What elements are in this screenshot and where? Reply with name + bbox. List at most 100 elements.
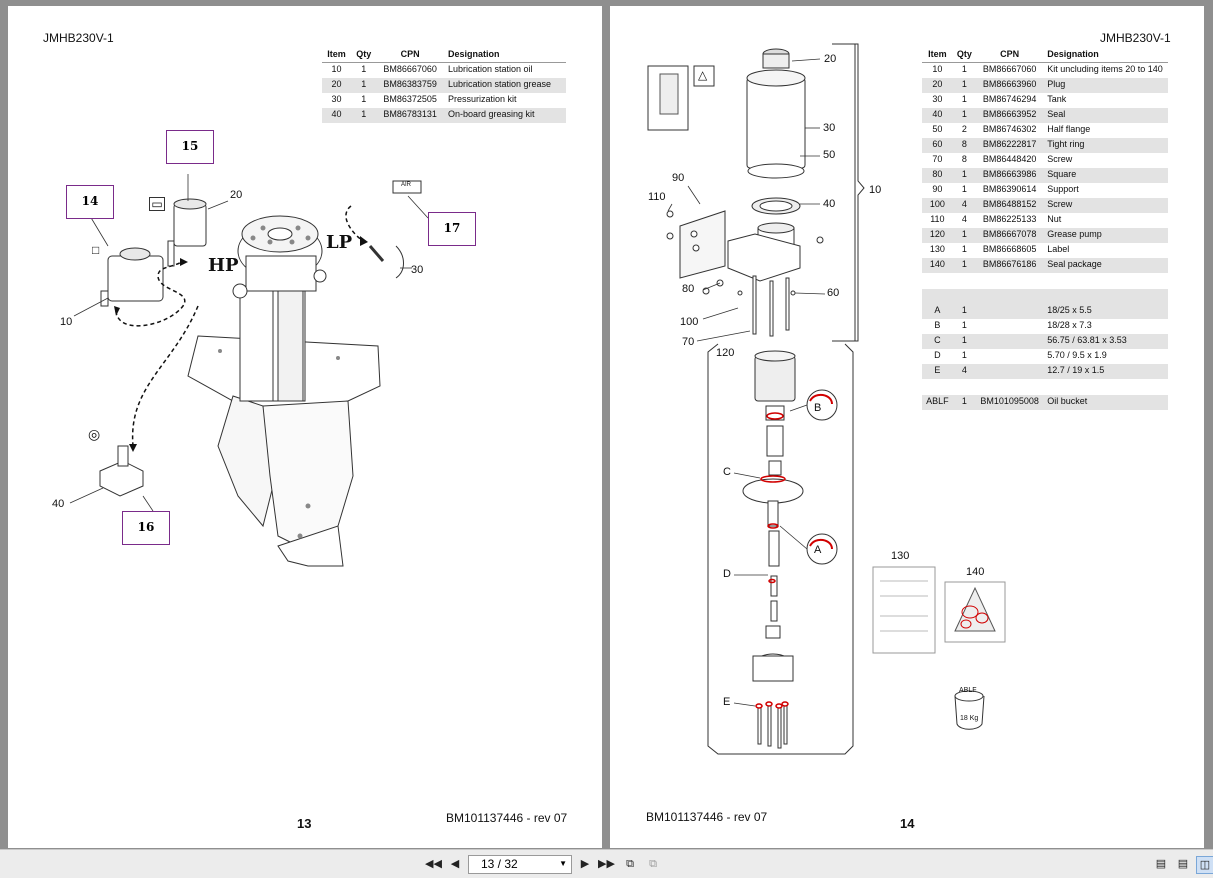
cell-qty: 1 (961, 184, 967, 194)
cell-designation: 56.75 / 63.81 x 3.53 (1043, 334, 1168, 349)
cell-item: 30 (331, 94, 342, 104)
callout-E: E (723, 696, 731, 708)
cell-designation: Screw (1047, 154, 1073, 164)
callout-40: 40 (823, 198, 836, 210)
cell-designation: Nut (1047, 214, 1062, 224)
viewer-toolbar: ◀◀ ◀ 13 / 32 ▼ ▶ ▶▶ ⧉ ⧉ ▤ ▤ ◫ (0, 849, 1213, 878)
cell-designation: 18/28 x 7.3 (1047, 320, 1092, 330)
cell-empty (976, 273, 1044, 289)
callout-D: D (723, 568, 731, 580)
cell-designation: Pressurization kit (447, 94, 517, 104)
last-page-button[interactable]: ▶▶ (598, 858, 615, 870)
book-number: 17 (443, 221, 461, 235)
callout-C: C (723, 466, 731, 478)
grease-gun-icon: △ (698, 68, 708, 82)
cell-designation: Tight ring (1043, 138, 1168, 153)
cell-empty (952, 289, 977, 304)
grease-pump-exploded-drawing (647, 43, 1006, 755)
book-number: 16 (137, 520, 155, 534)
cell-cpn: BM86222817 (976, 138, 1044, 153)
cell-qty: 1 (961, 64, 967, 74)
cell-cpn: BM86783131 (376, 108, 444, 123)
cell-qty: 2 (961, 124, 967, 134)
col-qty: Qty (952, 46, 977, 63)
cell-designation: Screw (1043, 198, 1168, 213)
col-cpn: CPN (376, 46, 444, 63)
go-back-icon[interactable]: ⧉ (626, 858, 634, 870)
grease-gun-icon: □ (92, 243, 100, 257)
cell-designation: Square (1043, 168, 1168, 183)
cell-cpn: BM101095008 (976, 395, 1044, 410)
cell-item: 130 (929, 244, 945, 254)
cell-item: A (922, 304, 953, 319)
cell-qty: 1 (952, 395, 977, 410)
chevron-down-icon: ▼ (559, 859, 567, 868)
cell-empty (976, 379, 1044, 395)
book-number: 14 (81, 194, 99, 208)
first-page-button[interactable]: ◀◀ (425, 858, 442, 870)
callout-B: B (814, 402, 822, 414)
cell-qty: 8 (961, 154, 967, 164)
cell-designation: Plug (1043, 78, 1168, 93)
cell-item: 100 (922, 198, 953, 213)
callout-A: A (814, 544, 822, 556)
cell-designation: Seal (1043, 108, 1168, 123)
cell-qty: 1 (952, 108, 977, 123)
book-reference-15: 15 (166, 130, 214, 164)
cell-qty: 1 (361, 94, 367, 104)
cell-designation: Kit uncluding items 20 to 140 (1047, 64, 1163, 74)
callout-120: 120 (716, 347, 735, 359)
cell-cpn: BM86383759 (376, 78, 444, 93)
go-forward-icon[interactable]: ⧉ (649, 858, 657, 870)
continuous-view-icon[interactable]: ▤ (1177, 858, 1189, 870)
cell-item: 120 (922, 228, 953, 243)
next-page-button[interactable]: ▶ (580, 858, 590, 870)
cell-empty (952, 379, 977, 395)
previous-page-button[interactable]: ◀ (450, 858, 460, 870)
cell-item: 80 (922, 168, 953, 183)
cartridge-icon: ▭ (149, 197, 165, 211)
callout-140: 140 (966, 566, 985, 578)
col-designation: Designation (1043, 46, 1168, 63)
cell-empty (922, 273, 953, 289)
cell-designation: Label (1047, 244, 1070, 254)
two-page-view-icon[interactable]: ◫ (1196, 856, 1213, 874)
col-cpn: CPN (976, 46, 1044, 63)
document-reference: BM101137446 - rev 07 (446, 811, 568, 825)
cell-cpn: BM86746294 (982, 94, 1037, 104)
cell-item: E (922, 364, 953, 379)
cell-item: ABLF (922, 395, 953, 410)
cell-designation: Tank (1047, 94, 1067, 104)
callout-10: 10 (60, 316, 73, 328)
callout-30: 30 (823, 122, 836, 134)
callout-70: 70 (682, 336, 695, 348)
cell-designation: 18/25 x 5.5 (1043, 304, 1168, 319)
single-page-view-icon[interactable]: ▤ (1155, 858, 1167, 870)
callout-50: 50 (823, 149, 836, 161)
cell-item: 50 (932, 124, 943, 134)
page-number: 13 (297, 816, 312, 831)
callout-130: 130 (891, 550, 910, 562)
callout-110: 110 (648, 191, 666, 203)
cell-designation: Seal package (1043, 258, 1168, 273)
cell-designation: Half flange (1047, 124, 1091, 134)
bucket-label: ABLF (959, 687, 977, 694)
lubrication-assembly-drawing (69, 174, 429, 567)
book-reference-17: 17 (428, 212, 476, 246)
page-selector[interactable]: 13 / 32 ▼ (468, 855, 572, 874)
